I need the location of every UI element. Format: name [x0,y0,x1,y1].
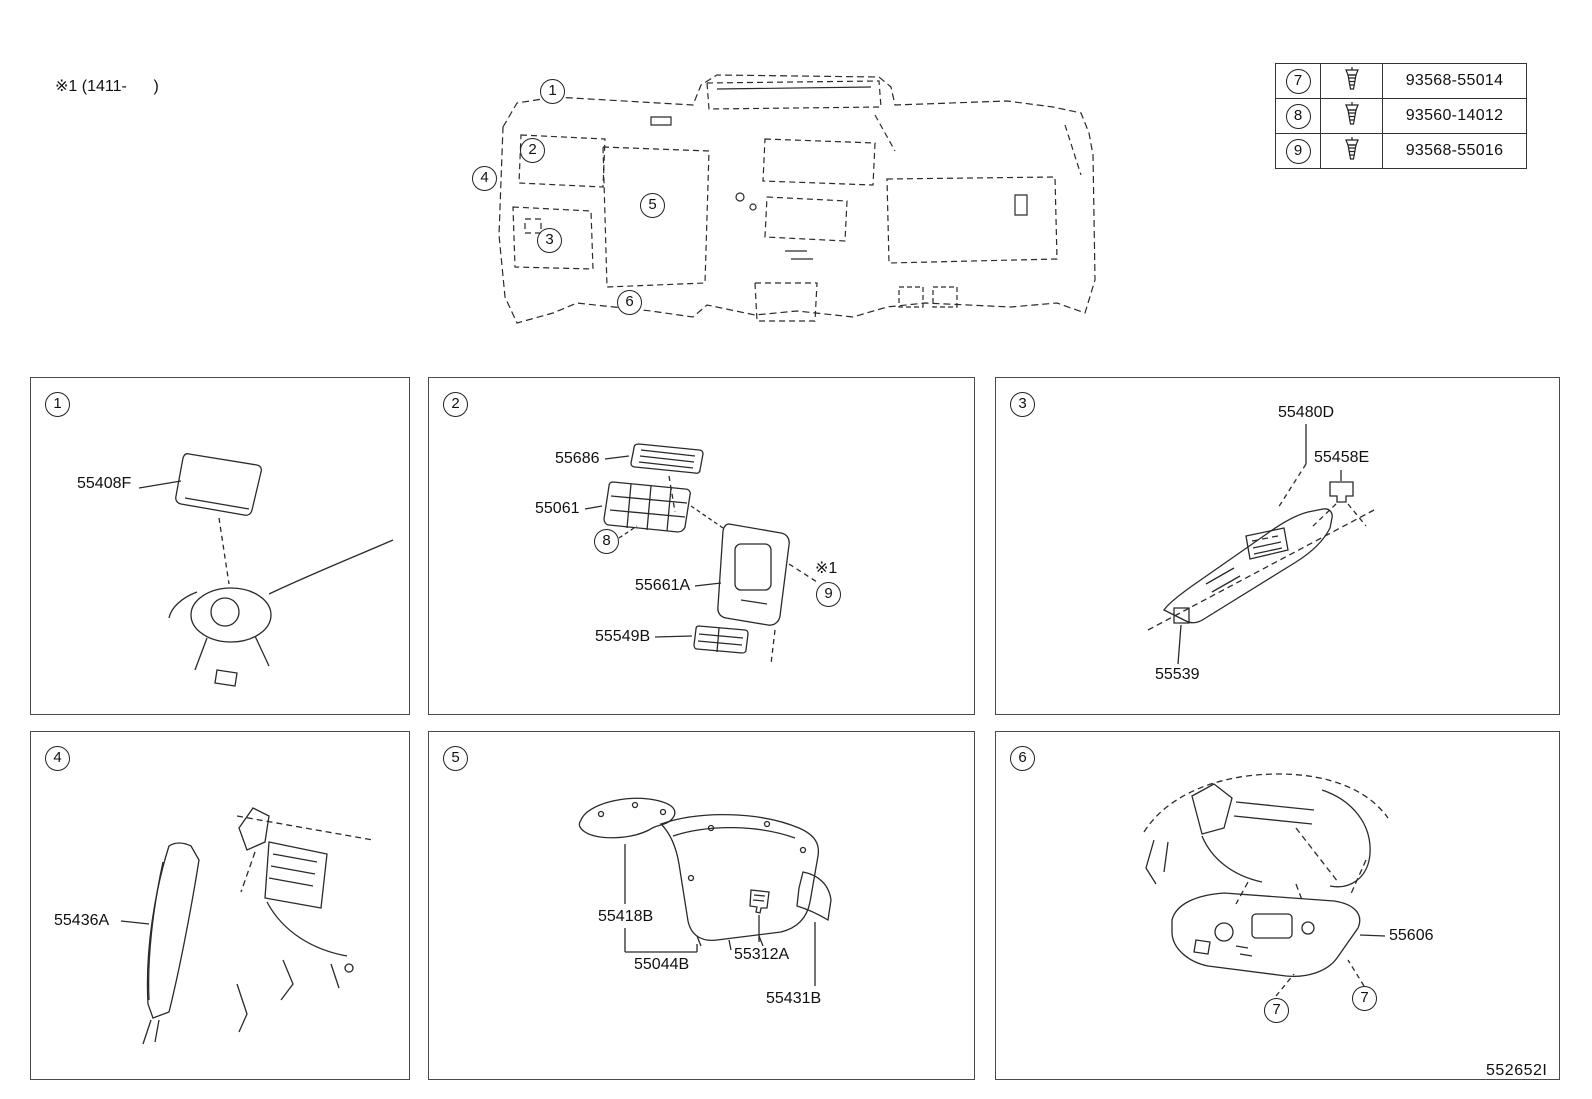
panel-3-line-art [996,378,1561,716]
panel-3-ref: 3 [1010,392,1035,417]
note-ref-label: ※1 [814,558,839,578]
panel-1-line-art [31,378,411,716]
panel-2-ref: 2 [443,392,468,417]
fastener-row: 9 93568-55016 [1275,133,1527,169]
detail-panel-3: 3 55480D 55458E 55539 [995,377,1560,715]
detail-panel-2: 2 55686 55061 55661A 55549B ※1 8 9 [428,377,975,715]
panel-2-callout-8: 8 [594,529,619,554]
diagram-callout-6: 6 [617,290,642,315]
diagram-callout-1: 1 [540,79,565,104]
fastener-row: 8 93560-14012 [1275,98,1527,134]
part-label-55408F: 55408F [76,475,133,493]
diagram-callout-3: 3 [537,228,562,253]
diagram-callout-4: 4 [472,166,497,191]
detail-panel-1: 1 55408F [30,377,410,715]
callout-9: 9 [1285,138,1311,164]
document-number: 552652I [1486,1062,1548,1079]
part-label-55661A: 55661A [634,577,692,595]
panel-2-callout-9: 9 [816,582,841,607]
diagram-callout-2: 2 [520,138,545,163]
callout-8: 8 [1285,103,1311,129]
detail-panel-5: 5 55418B 55044B 55312A 55431B [428,731,975,1080]
part-label-55458E: 55458E [1313,449,1371,467]
fastener-table: 7 93568-55014 8 [1275,63,1527,169]
fastener-row: 7 93568-55014 [1275,63,1527,99]
screw-icon [1341,136,1363,162]
part-label-55539: 55539 [1154,666,1201,684]
panel-6-line-art [996,732,1561,1081]
callout-7: 7 [1285,68,1311,94]
detail-panel-6: 6 55606 7 7 [995,731,1560,1080]
panel-4-ref: 4 [45,746,70,771]
part-label-55418B: 55418B [597,908,655,926]
part-number: 93568-55014 [1382,63,1527,99]
screw-icon [1341,66,1363,92]
part-label-55606: 55606 [1388,927,1435,945]
diagram-callout-5: 5 [640,193,665,218]
screw-icon [1341,101,1363,127]
panel-6-ref: 6 [1010,746,1035,771]
panel-6-callout-7a: 7 [1264,998,1289,1023]
part-label-55549B: 55549B [594,628,652,646]
panel-6-callout-7b: 7 [1352,986,1377,1011]
part-label-55436A: 55436A [53,912,111,930]
part-number: 93560-14012 [1382,98,1527,134]
panel-1-ref: 1 [45,392,70,417]
panel-4-line-art [31,732,411,1081]
revision-note: ※1 (1411- ) [55,78,159,95]
panel-5-ref: 5 [443,746,468,771]
part-label-55431B: 55431B [765,990,823,1008]
part-label-55686: 55686 [554,450,601,468]
part-label-55061: 55061 [534,500,581,518]
instrument-panel-overview [455,55,1115,345]
part-label-55312A: 55312A [733,946,791,964]
detail-panel-4: 4 55436A [30,731,410,1080]
part-label-55044B: 55044B [633,956,691,974]
part-label-55480D: 55480D [1277,404,1336,422]
instrument-panel-line-art [455,55,1115,345]
panel-2-line-art [429,378,976,716]
part-number: 93568-55016 [1382,133,1527,169]
panel-5-line-art [429,732,976,1081]
